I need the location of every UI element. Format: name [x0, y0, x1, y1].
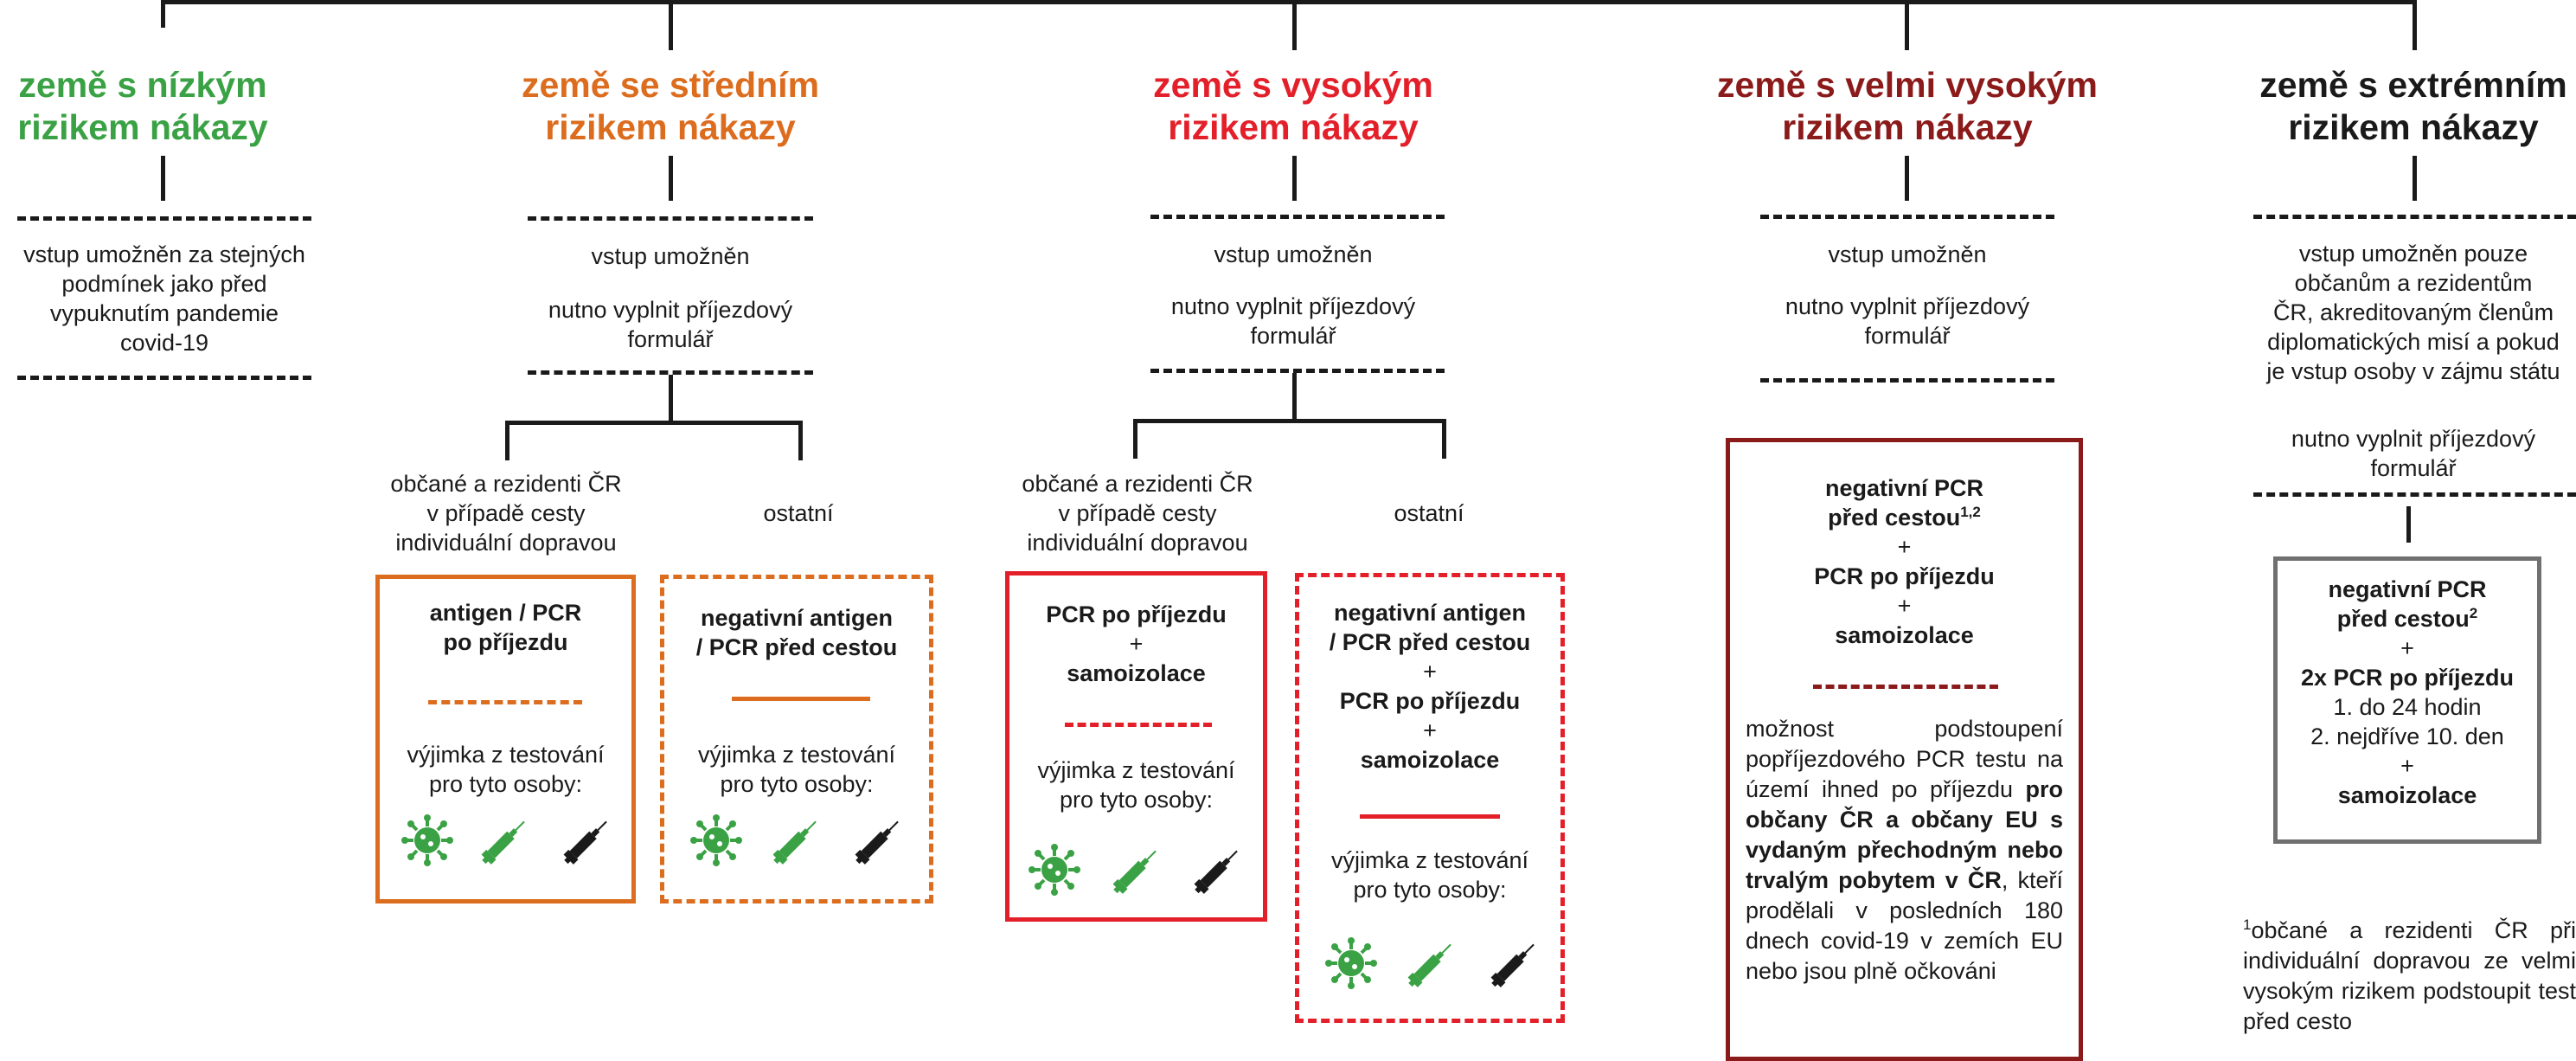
- col3-branch-left: [1133, 419, 1137, 459]
- col3-dash-top: [1150, 215, 1445, 219]
- col2-box-b: negativní antigen/ PCR před cestou výjim…: [660, 575, 933, 903]
- syringe-green-icon: [481, 820, 525, 865]
- col2-dash-bottom: [528, 370, 813, 375]
- col4-box: negativní PCR před cestou1,2 + PCR po př…: [1726, 438, 2083, 1061]
- col5-box: negativní PCR před cestou2 + 2x PCR po p…: [2273, 556, 2541, 844]
- col4-box-rule: negativní PCR před cestou1,2 + PCR po př…: [1814, 475, 1995, 648]
- syringe-green-icon: [1407, 943, 1451, 987]
- top-connector-line: [161, 0, 2417, 4]
- col5-dash-bottom: [2253, 492, 2576, 497]
- footnote: 1občané a rezidenti ČR při individuální …: [2243, 916, 2576, 1034]
- col3-box-b-rule: negativní antigen / PCR před cestou + PC…: [1329, 600, 1531, 773]
- connector-col4: [1905, 0, 1909, 50]
- syringe-green-icon: [772, 820, 817, 865]
- col3-branch-line: [1133, 419, 1446, 423]
- col3-entry: vstup umožněn: [1214, 241, 1373, 267]
- col3-box-b-divider: [1360, 814, 1500, 819]
- col1-dash-bottom: [17, 376, 311, 380]
- col3-box-a: PCR po příjezdu + samoizolace výjimka z …: [1005, 571, 1267, 922]
- col4-stem: [1905, 156, 1909, 201]
- col3-dash-bottom: [1150, 369, 1445, 373]
- col2-group-b: ostatní: [763, 500, 834, 526]
- virus-icon: [401, 814, 453, 866]
- connector-col2: [669, 0, 673, 50]
- col5-dash-top: [2253, 215, 2576, 219]
- col2-branch-right: [798, 421, 803, 460]
- connector-col1: [161, 0, 165, 28]
- col4-entry: vstup umožněn: [1828, 241, 1987, 267]
- syringe-black-icon: [1194, 850, 1238, 894]
- col2-dash-top: [528, 216, 813, 221]
- col5-stem-2: [2406, 506, 2411, 543]
- col5-stem: [2413, 156, 2417, 201]
- col5-box-rule: negativní PCR před cestou2 + 2x PCR po p…: [2300, 576, 2515, 808]
- col2-branch-stem: [669, 375, 673, 422]
- col2-box-b-divider: [732, 697, 870, 701]
- col1-stem: [161, 156, 165, 201]
- virus-icon: [1028, 844, 1080, 896]
- connector-col3: [1292, 0, 1297, 50]
- syringe-black-icon: [563, 820, 607, 865]
- col3-box-a-rule: PCR po příjezdu + samoizolace: [1046, 601, 1227, 686]
- virus-icon: [1325, 937, 1377, 989]
- col3-stem: [1292, 156, 1297, 201]
- syringe-black-icon: [855, 820, 899, 865]
- col3-box-b: negativní antigen / PCR před cestou + PC…: [1295, 573, 1565, 1023]
- col3-group-b: ostatní: [1394, 500, 1464, 526]
- col2-branch-left: [505, 421, 509, 460]
- col4-box-note: možnost podstoupení popříjezdového PCR t…: [1746, 716, 2063, 984]
- col2-entry: vstup umožněn: [591, 243, 750, 269]
- col3-branch-stem: [1292, 373, 1297, 421]
- col1-dash-top: [17, 216, 311, 221]
- col2-stem: [669, 156, 673, 201]
- col3-box-a-divider: [1065, 723, 1212, 727]
- col3-branch-right: [1442, 419, 1446, 459]
- col4-dash-bottom: [1760, 378, 2054, 383]
- connector-col5: [2413, 0, 2417, 50]
- col2-box-a-divider: [428, 700, 582, 704]
- syringe-green-icon: [1112, 850, 1157, 894]
- virus-icon: [690, 814, 742, 866]
- col4-box-divider: [1813, 685, 1998, 689]
- col2-box-b-rule: negativní antigen/ PCR před cestou: [695, 605, 898, 660]
- col2-branch-line: [505, 421, 803, 425]
- col4-dash-top: [1760, 215, 2054, 219]
- syringe-black-icon: [1490, 943, 1535, 987]
